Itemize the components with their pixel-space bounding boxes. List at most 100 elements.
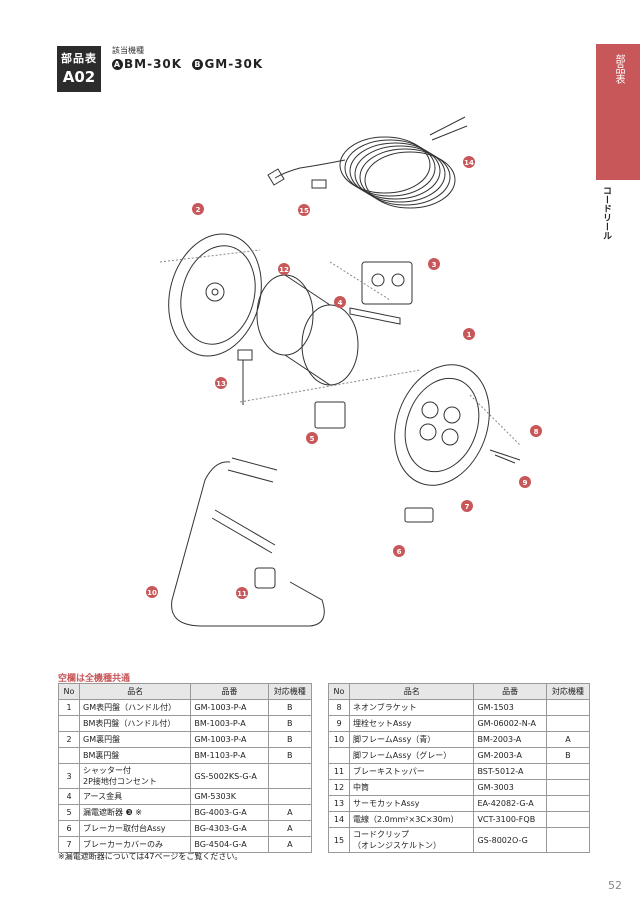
svg-text:2: 2 bbox=[196, 206, 201, 214]
svg-text:11: 11 bbox=[237, 590, 247, 598]
svg-text:9: 9 bbox=[523, 479, 528, 487]
svg-text:10: 10 bbox=[147, 589, 157, 597]
section-tab-label: 部品表 bbox=[613, 54, 624, 84]
callout-2: 2 bbox=[192, 203, 204, 215]
earth-bracket bbox=[349, 307, 401, 325]
center-drum bbox=[256, 274, 359, 386]
front-disc bbox=[394, 364, 490, 486]
callout-1: 1 bbox=[463, 328, 475, 340]
cell-part: GS-5002KS-G-A bbox=[190, 763, 269, 789]
cell-no: 8 bbox=[328, 699, 350, 716]
thermo-cutout bbox=[237, 349, 253, 405]
callout-5: 5 bbox=[306, 432, 318, 444]
cell-name: ネオンブラケット bbox=[348, 699, 475, 716]
cell-part: BG-4003-G-A bbox=[190, 804, 269, 821]
cell-name: サーモカットAssy bbox=[348, 795, 475, 812]
col-model: 対応機種 bbox=[545, 683, 591, 700]
cell-model bbox=[545, 715, 591, 732]
cell-model bbox=[545, 795, 591, 812]
table-header-row: No 品名 品番 対応機種 bbox=[328, 683, 591, 700]
cell-model: B bbox=[267, 731, 313, 748]
cell-part: BM-1003-P-A bbox=[190, 715, 269, 732]
cell-no bbox=[58, 715, 80, 732]
cell-name: ブレーキストッパー bbox=[348, 763, 475, 780]
badge-title: 部品表 bbox=[61, 52, 97, 65]
cell-name: ブレーカーカバーのみ bbox=[78, 836, 192, 853]
callout-4: 4 bbox=[334, 296, 346, 308]
model-a-mark: A bbox=[112, 59, 123, 70]
parts-list-badge: 部品表 A02 bbox=[57, 46, 101, 92]
svg-text:15: 15 bbox=[299, 207, 309, 215]
callout-6: 6 bbox=[393, 545, 405, 557]
col-no: No bbox=[58, 683, 80, 700]
cell-model: A bbox=[267, 836, 313, 853]
callout-12: 12 bbox=[278, 263, 290, 275]
callout-9: 9 bbox=[519, 476, 531, 488]
page-number: 52 bbox=[608, 879, 622, 892]
cell-name: BM裏円盤 bbox=[78, 747, 192, 764]
cell-model bbox=[545, 827, 591, 853]
cell-no: 1 bbox=[58, 699, 80, 716]
model-b: GM-30K bbox=[204, 57, 264, 71]
cell-name: 中筒 bbox=[348, 779, 475, 796]
svg-text:13: 13 bbox=[216, 380, 226, 388]
cell-no: 3 bbox=[58, 763, 80, 789]
cell-name: 電線（2.0mm²×3C×30m） bbox=[348, 811, 475, 828]
callout-14: 14 bbox=[463, 156, 475, 168]
cell-part: EA-42082-G-A bbox=[473, 795, 547, 812]
col-part: 品番 bbox=[190, 683, 269, 700]
cell-name: GM表円盤（ハンドル付） bbox=[78, 699, 192, 716]
cell-name: アース金具 bbox=[78, 788, 192, 805]
category-label: コードリール bbox=[601, 186, 611, 240]
model-a: BM-30K bbox=[124, 57, 183, 71]
cell-name: コードクリップ （オレンジスケルトン） bbox=[348, 827, 475, 853]
svg-text:1: 1 bbox=[467, 331, 472, 339]
cell-model: A bbox=[267, 804, 313, 821]
cable-coil bbox=[267, 116, 468, 209]
svg-text:5: 5 bbox=[310, 435, 315, 443]
model-b-mark: B bbox=[192, 59, 204, 70]
cell-name: ブレーカー取付台Assy bbox=[78, 820, 192, 837]
cell-part: BM-1103-P-A bbox=[190, 747, 269, 764]
applies-label: 該当機種 bbox=[112, 46, 144, 55]
cell-name: 脚フレームAssy（グレー） bbox=[348, 747, 475, 764]
cell-model: A bbox=[545, 731, 591, 748]
cell-part: GM-5303K bbox=[190, 788, 269, 805]
cell-part: GM-06002-N-A bbox=[473, 715, 547, 732]
callout-markers: 1 2 3 4 5 6 7 8 9 10 11 12 13 14 15 bbox=[146, 156, 542, 599]
breaker bbox=[314, 401, 346, 429]
cell-model: B bbox=[267, 715, 313, 732]
cell-part: BG-4504-G-A bbox=[190, 836, 269, 853]
cell-no: 2 bbox=[58, 731, 80, 748]
cell-model bbox=[545, 779, 591, 796]
exploded-diagram: 1 2 3 4 5 6 7 8 9 10 11 12 13 14 15 bbox=[146, 116, 542, 627]
callout-11: 11 bbox=[236, 587, 248, 599]
neon-bracket bbox=[489, 449, 521, 464]
cell-part: GM-2003-A bbox=[473, 747, 547, 764]
cell-model bbox=[545, 811, 591, 828]
section-tab: 部品表 bbox=[596, 44, 640, 180]
cell-no: 9 bbox=[328, 715, 350, 732]
col-part: 品番 bbox=[473, 683, 547, 700]
cell-name: BM表円盤（ハンドル付） bbox=[78, 715, 192, 732]
svg-text:4: 4 bbox=[338, 299, 343, 307]
svg-text:3: 3 bbox=[432, 261, 437, 269]
callout-8: 8 bbox=[530, 425, 542, 437]
callout-7: 7 bbox=[461, 500, 473, 512]
cell-name: GM裏円盤 bbox=[78, 731, 192, 748]
